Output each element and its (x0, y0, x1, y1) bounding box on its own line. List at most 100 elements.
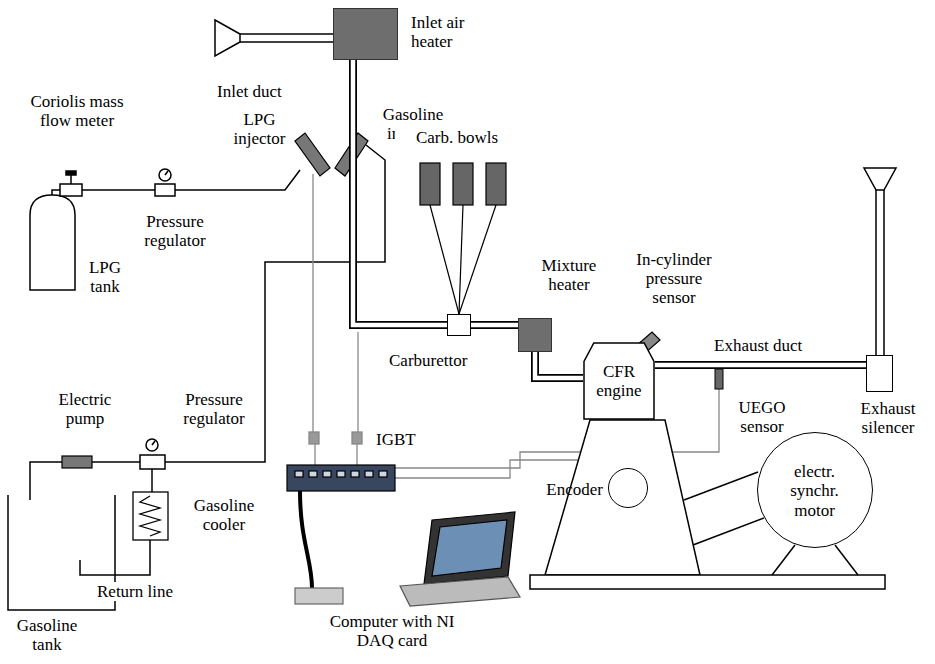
duct-bore (353, 60, 447, 325)
carburettor-box: Carburettor (447, 314, 471, 336)
carb-bowl (486, 163, 506, 205)
part-label: LPG tank (78, 258, 132, 296)
exhaust-stack (875, 190, 877, 355)
lpg-line (30, 170, 300, 290)
engine-head: CFR engine (583, 342, 655, 420)
node-label: Exhaust silencer (847, 399, 929, 437)
injector (295, 133, 330, 176)
lpg-line (52, 190, 60, 195)
pressure-regulator (165, 171, 168, 175)
part-label: LPG injector (225, 110, 294, 148)
uego-sensor (715, 369, 723, 389)
laptop (400, 577, 520, 606)
intake-horn (215, 20, 333, 56)
engine-stand (693, 518, 764, 545)
daq-box (295, 588, 343, 604)
exhaust-stack (864, 168, 896, 190)
engine-outline (584, 343, 654, 419)
engine-stand (772, 545, 795, 575)
gasoline-cooler (140, 496, 160, 536)
part-label: Pressure regulator (168, 390, 260, 428)
carb-bowl (459, 205, 463, 314)
laptop (424, 512, 515, 584)
carb-bowl (420, 163, 506, 314)
heater-box: Mixture heater (518, 318, 552, 352)
electric-pump (62, 456, 92, 468)
lpg-line (175, 170, 300, 190)
duct-pipe (471, 325, 518, 326)
daq-box (300, 491, 312, 588)
daq-box (287, 465, 395, 604)
node-label: electr. synchr. motor (779, 462, 851, 519)
engine-stand (530, 575, 885, 589)
node-label: Inlet air heater (411, 13, 481, 51)
electric-pump (62, 456, 92, 468)
node-label: Encoder (521, 480, 603, 499)
part-label: IGBT (374, 430, 428, 449)
intake-horn (240, 41, 333, 43)
coriolis-meter (60, 171, 82, 196)
part-label: Pressure regulator (128, 212, 222, 250)
igbt (312, 174, 313, 432)
igbt (356, 444, 357, 465)
encoder-circle: Encoder (608, 468, 648, 508)
daq-box (379, 471, 387, 477)
part-label: Coriolis mass flow meter (20, 92, 134, 130)
duct-pipe (655, 365, 866, 366)
part-label: Gasoline cooler (182, 496, 266, 534)
daq-box (337, 471, 345, 477)
daq-box (287, 465, 395, 491)
engine-stand (684, 472, 758, 500)
daq-box (351, 471, 359, 477)
coriolis-meter (60, 184, 82, 196)
node-label: Carburettor (389, 351, 489, 370)
pressure-regulator (159, 169, 171, 181)
laptop (400, 512, 520, 606)
carb-bowl (420, 163, 440, 205)
pressure-regulator (152, 441, 155, 445)
heater-box: Inlet air heater (333, 8, 398, 60)
part-label: In-cylinder pressure sensor (622, 250, 726, 307)
lpg-line (82, 189, 155, 191)
gasoline-line (8, 145, 385, 610)
node-label: Mixture heater (529, 256, 609, 294)
carb-bowl (459, 205, 496, 314)
duct-pipe (535, 352, 583, 378)
silencer-box: Exhaust silencer (866, 355, 893, 392)
part-label: Return line (95, 582, 194, 601)
gasoline-line (92, 461, 140, 463)
coriolis-meter (66, 171, 76, 175)
duct-bore (471, 323, 518, 328)
intake-horn (215, 20, 240, 56)
motor-circle: electr. synchr. motor (757, 432, 873, 548)
carb-bowl (453, 163, 473, 205)
part-label: Gasoline tank (5, 616, 89, 654)
part-label: Exhaust duct (712, 336, 826, 355)
duct-pipe (353, 60, 447, 325)
daq-box (295, 471, 303, 477)
duct-pipe (353, 60, 447, 325)
lpg-line (30, 195, 75, 290)
coriolis-meter (70, 175, 72, 184)
exhaust-stack (883, 190, 885, 355)
duct-bore (655, 363, 866, 368)
laptop (432, 520, 507, 576)
engine-stand (530, 420, 885, 589)
part-label: Carb. bowls (395, 128, 519, 147)
igbt (309, 432, 319, 444)
part-label: Computer with NI DAQ card (325, 612, 459, 650)
pressure-regulator (155, 184, 175, 196)
part-label: UEGO sensor (730, 398, 794, 436)
pressure-regulator (146, 439, 158, 451)
part-label: Inlet duct (215, 82, 329, 101)
daq-box (365, 471, 373, 477)
igbt (352, 432, 362, 444)
igbt (314, 444, 315, 465)
carb-bowl (430, 205, 459, 314)
gasoline-line (30, 462, 62, 500)
node-label: CFR engine (589, 362, 649, 400)
injector (295, 133, 368, 176)
daq-box (309, 471, 317, 477)
gasoline-cooler (133, 492, 168, 540)
duct-pipe (471, 321, 518, 329)
